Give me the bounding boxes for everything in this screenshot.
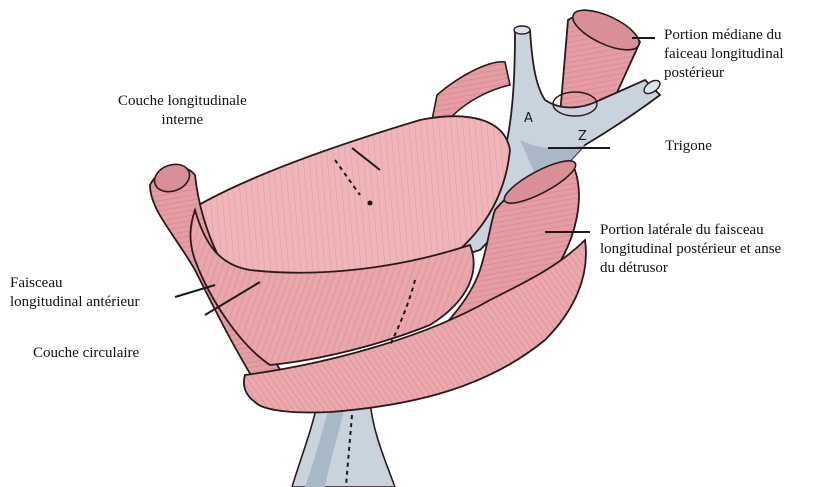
label-line: Faisceau	[10, 274, 140, 293]
label-line: longitudinal postérieur et anse	[600, 240, 781, 259]
label-faisceau-anterieur: Faisceau longitudinal antérieur	[10, 274, 140, 312]
leader-dot-couche-longitudinale	[368, 201, 373, 206]
label-trigone: Trigone	[665, 137, 712, 156]
label-line: interne	[118, 111, 247, 130]
label-line: faiceau longitudinal	[664, 45, 784, 64]
left-ureter-mark: A	[524, 111, 533, 126]
label-line: postérieur	[664, 64, 784, 83]
label-portion-mediane: Portion médiane du faiceau longitudinal …	[664, 26, 784, 83]
inner-longitudinal-upper-stub	[432, 62, 510, 125]
label-portion-laterale: Portion latérale du faisceau longitudina…	[600, 221, 781, 278]
left-ureter-end	[514, 26, 530, 34]
label-line: longitudinal antérieur	[10, 293, 140, 312]
label-couche-circulaire: Couche circulaire	[33, 344, 139, 363]
label-couche-longitudinale: Couche longitudinale interne	[118, 92, 247, 130]
label-line: du détrusor	[600, 259, 781, 278]
label-line: Couche circulaire	[33, 344, 139, 363]
label-line: Trigone	[665, 137, 712, 156]
label-line: Couche longitudinale	[118, 92, 247, 111]
right-ureter-mark: Z	[578, 129, 587, 144]
label-line: Portion latérale du faisceau	[600, 221, 781, 240]
label-line: Portion médiane du	[664, 26, 784, 45]
